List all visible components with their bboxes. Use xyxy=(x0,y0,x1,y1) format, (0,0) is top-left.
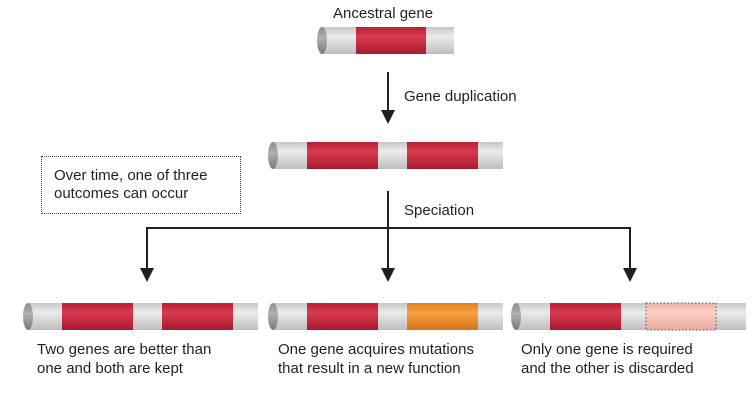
ancestral-gene-rod xyxy=(317,27,454,54)
ancestral-gene-segment xyxy=(356,27,426,54)
outcome-2-rod xyxy=(268,303,503,330)
duplication-arrowhead xyxy=(381,110,395,124)
outcome-3-gene-kept xyxy=(550,303,621,330)
outcome-2-arrowhead xyxy=(381,268,395,282)
note-line-2: outcomes can occur xyxy=(54,185,189,202)
outcome-3-gene-discarded xyxy=(646,303,716,330)
outcome-3-caption: Only one gene is required and the other … xyxy=(521,340,694,378)
outcome-3-line-2: and the other is discarded xyxy=(521,360,694,377)
outcome-3-line-1: Only one gene is required xyxy=(521,341,693,358)
outcome-1-caption: Two genes are better than one and both a… xyxy=(37,340,211,378)
arrowheads xyxy=(140,110,637,282)
outcome-1-rod xyxy=(23,303,258,330)
gene-copy-1 xyxy=(307,142,378,169)
outcome-2-line-1: One gene acquires mutations xyxy=(278,341,474,358)
outcome-3-rod xyxy=(511,302,746,331)
speciation-branch-line xyxy=(146,227,631,270)
outcome-2-line-2: that result in a new function xyxy=(278,360,461,377)
outcome-2-gene-original xyxy=(307,303,378,330)
discarded-outline xyxy=(645,302,717,331)
note-line-1: Over time, one of three xyxy=(54,167,208,184)
gene-duplication-label: Gene duplication xyxy=(404,88,517,105)
outcomes-note-box: Over time, one of three outcomes can occ… xyxy=(41,156,241,214)
outcome-1-gene-2 xyxy=(162,303,233,330)
speciation-label: Speciation xyxy=(404,202,475,219)
duplicated-gene-rod xyxy=(268,142,503,169)
outcome-2-caption: One gene acquires mutations that result … xyxy=(278,340,474,378)
outcome-1-gene-1 xyxy=(62,303,133,330)
outcome-1-line-2: one and both are kept xyxy=(37,360,183,377)
connectors xyxy=(146,72,631,270)
outcome-3-arrowhead xyxy=(623,268,637,282)
outcome-2-gene-mutated xyxy=(407,303,478,330)
outcome-1-line-1: Two genes are better than xyxy=(37,341,212,358)
outcome-1-arrowhead xyxy=(140,268,154,282)
gene-copy-2 xyxy=(407,142,478,169)
ancestral-gene-label: Ancestral gene xyxy=(333,5,434,22)
